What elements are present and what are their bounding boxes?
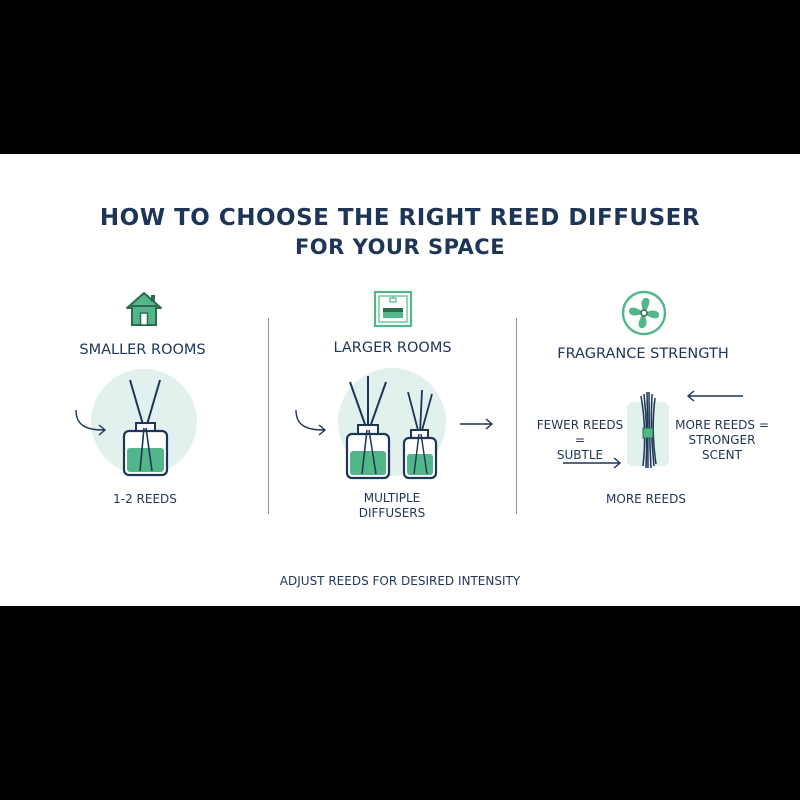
footer-note: ADJUST REEDS FOR DESIRED INTENSITY bbox=[279, 574, 521, 588]
title-line-2: FOR YOUR SPACE bbox=[294, 235, 506, 259]
reed-bundle-illustration bbox=[563, 390, 743, 469]
caption-larger-rooms-line-1: MULTIPLE bbox=[363, 491, 421, 505]
label-fewer-reeds: FEWER REEDS = SUBTLE bbox=[530, 418, 630, 463]
title-line-1: HOW TO CHOOSE THE RIGHT REED DIFFUSER bbox=[99, 205, 701, 231]
curved-arrow-icon bbox=[75, 409, 105, 431]
infographic-panel: HOW TO CHOOSE THE RIGHT REED DIFFUSER FO… bbox=[0, 154, 800, 606]
label-more-reeds-line-3: SCENT bbox=[702, 448, 742, 462]
caption-smaller-rooms: 1-2 REEDS bbox=[113, 492, 177, 506]
page-title: HOW TO CHOOSE THE RIGHT REED DIFFUSER FO… bbox=[0, 204, 800, 261]
divider-left bbox=[268, 318, 269, 514]
curved-arrow-icon bbox=[295, 409, 325, 431]
caption-larger-rooms-line-2: DIFFUSERS bbox=[358, 506, 426, 520]
large-room-diffusers-illustration bbox=[295, 368, 494, 480]
heading-larger-rooms: LARGER ROOMS bbox=[333, 340, 452, 356]
caption-more-reeds: MORE REEDS bbox=[606, 492, 686, 506]
small-room-diffuser-illustration bbox=[75, 369, 197, 477]
label-fewer-reeds-line-2: SUBTLE bbox=[556, 448, 604, 462]
caption-larger-rooms: MULTIPLE DIFFUSERS bbox=[332, 491, 452, 521]
label-more-reeds-line-1: MORE REEDS = bbox=[675, 418, 769, 432]
fan-icon bbox=[621, 290, 667, 336]
house-icon bbox=[126, 292, 162, 326]
label-fewer-reeds-line-1: FEWER REEDS = bbox=[536, 418, 624, 447]
living-room-icon bbox=[373, 290, 413, 328]
label-more-reeds: MORE REEDS = STRONGER SCENT bbox=[672, 418, 772, 463]
divider-right bbox=[516, 318, 517, 514]
heading-smaller-rooms: SMALLER ROOMS bbox=[79, 342, 206, 358]
heading-fragrance-strength: FRAGRANCE STRENGTH bbox=[557, 346, 729, 362]
label-more-reeds-line-2: STRONGER bbox=[688, 433, 756, 447]
